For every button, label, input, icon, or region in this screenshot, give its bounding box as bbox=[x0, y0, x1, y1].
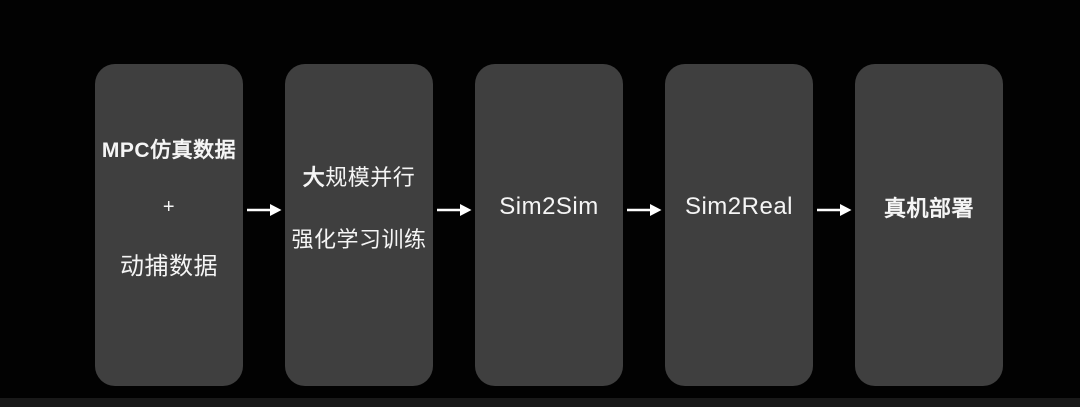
node-label-line: Sim2Real bbox=[685, 193, 793, 221]
node-label: 大规模并行 强化学习训练 bbox=[291, 160, 426, 254]
node-label-line: 大规模并行 bbox=[303, 160, 416, 192]
node-label-line: MPC仿真数据 bbox=[102, 134, 236, 164]
label-text: MPC仿真数据 bbox=[101, 138, 237, 162]
node-label-line: 动捕数据 bbox=[120, 246, 218, 281]
arrow-right-icon bbox=[247, 204, 282, 216]
connector-cell bbox=[243, 64, 285, 386]
node-label: Sim2Real bbox=[685, 193, 793, 221]
flow-node-sim2real: Sim2Real bbox=[665, 64, 813, 386]
label-text: + bbox=[162, 195, 176, 218]
label-text: 大 bbox=[302, 165, 326, 190]
node-label: Sim2Sim bbox=[499, 193, 599, 221]
connector-cell bbox=[433, 64, 475, 386]
arrow-right-icon bbox=[627, 204, 662, 216]
label-text: 真机部署 bbox=[883, 196, 974, 221]
connector-cell bbox=[813, 64, 855, 386]
flow-node-mpc-and-mocap-data: MPC仿真数据 + 动捕数据 bbox=[95, 64, 243, 386]
arrow-right-icon bbox=[437, 204, 472, 216]
flow-node-sim2sim: Sim2Sim bbox=[475, 64, 623, 386]
flow-node-parallel-rl-training: 大规模并行 强化学习训练 bbox=[285, 64, 433, 386]
label-text: 规模并行 bbox=[325, 165, 416, 190]
label-text: Sim2Sim bbox=[499, 193, 599, 220]
node-label-line: 强化学习训练 bbox=[291, 222, 426, 254]
pipeline-flow: MPC仿真数据 + 动捕数据 大规模并行 强化学习训练 bbox=[95, 64, 1003, 386]
arrow-right-icon bbox=[817, 204, 852, 216]
node-label: 真机部署 bbox=[884, 191, 974, 223]
label-text: 动捕数据 bbox=[119, 252, 218, 280]
label-text: Sim2Real bbox=[684, 193, 794, 220]
plus-separator: + bbox=[163, 196, 175, 219]
bottom-edge-strip bbox=[0, 398, 1080, 407]
connector-cell bbox=[623, 64, 665, 386]
flow-node-real-robot-deployment: 真机部署 bbox=[855, 64, 1003, 386]
label-text: 强化学习训练 bbox=[291, 227, 427, 252]
node-label-line: Sim2Sim bbox=[499, 193, 599, 221]
node-label: MPC仿真数据 + 动捕数据 bbox=[102, 134, 236, 281]
node-label-line: 真机部署 bbox=[884, 191, 974, 223]
